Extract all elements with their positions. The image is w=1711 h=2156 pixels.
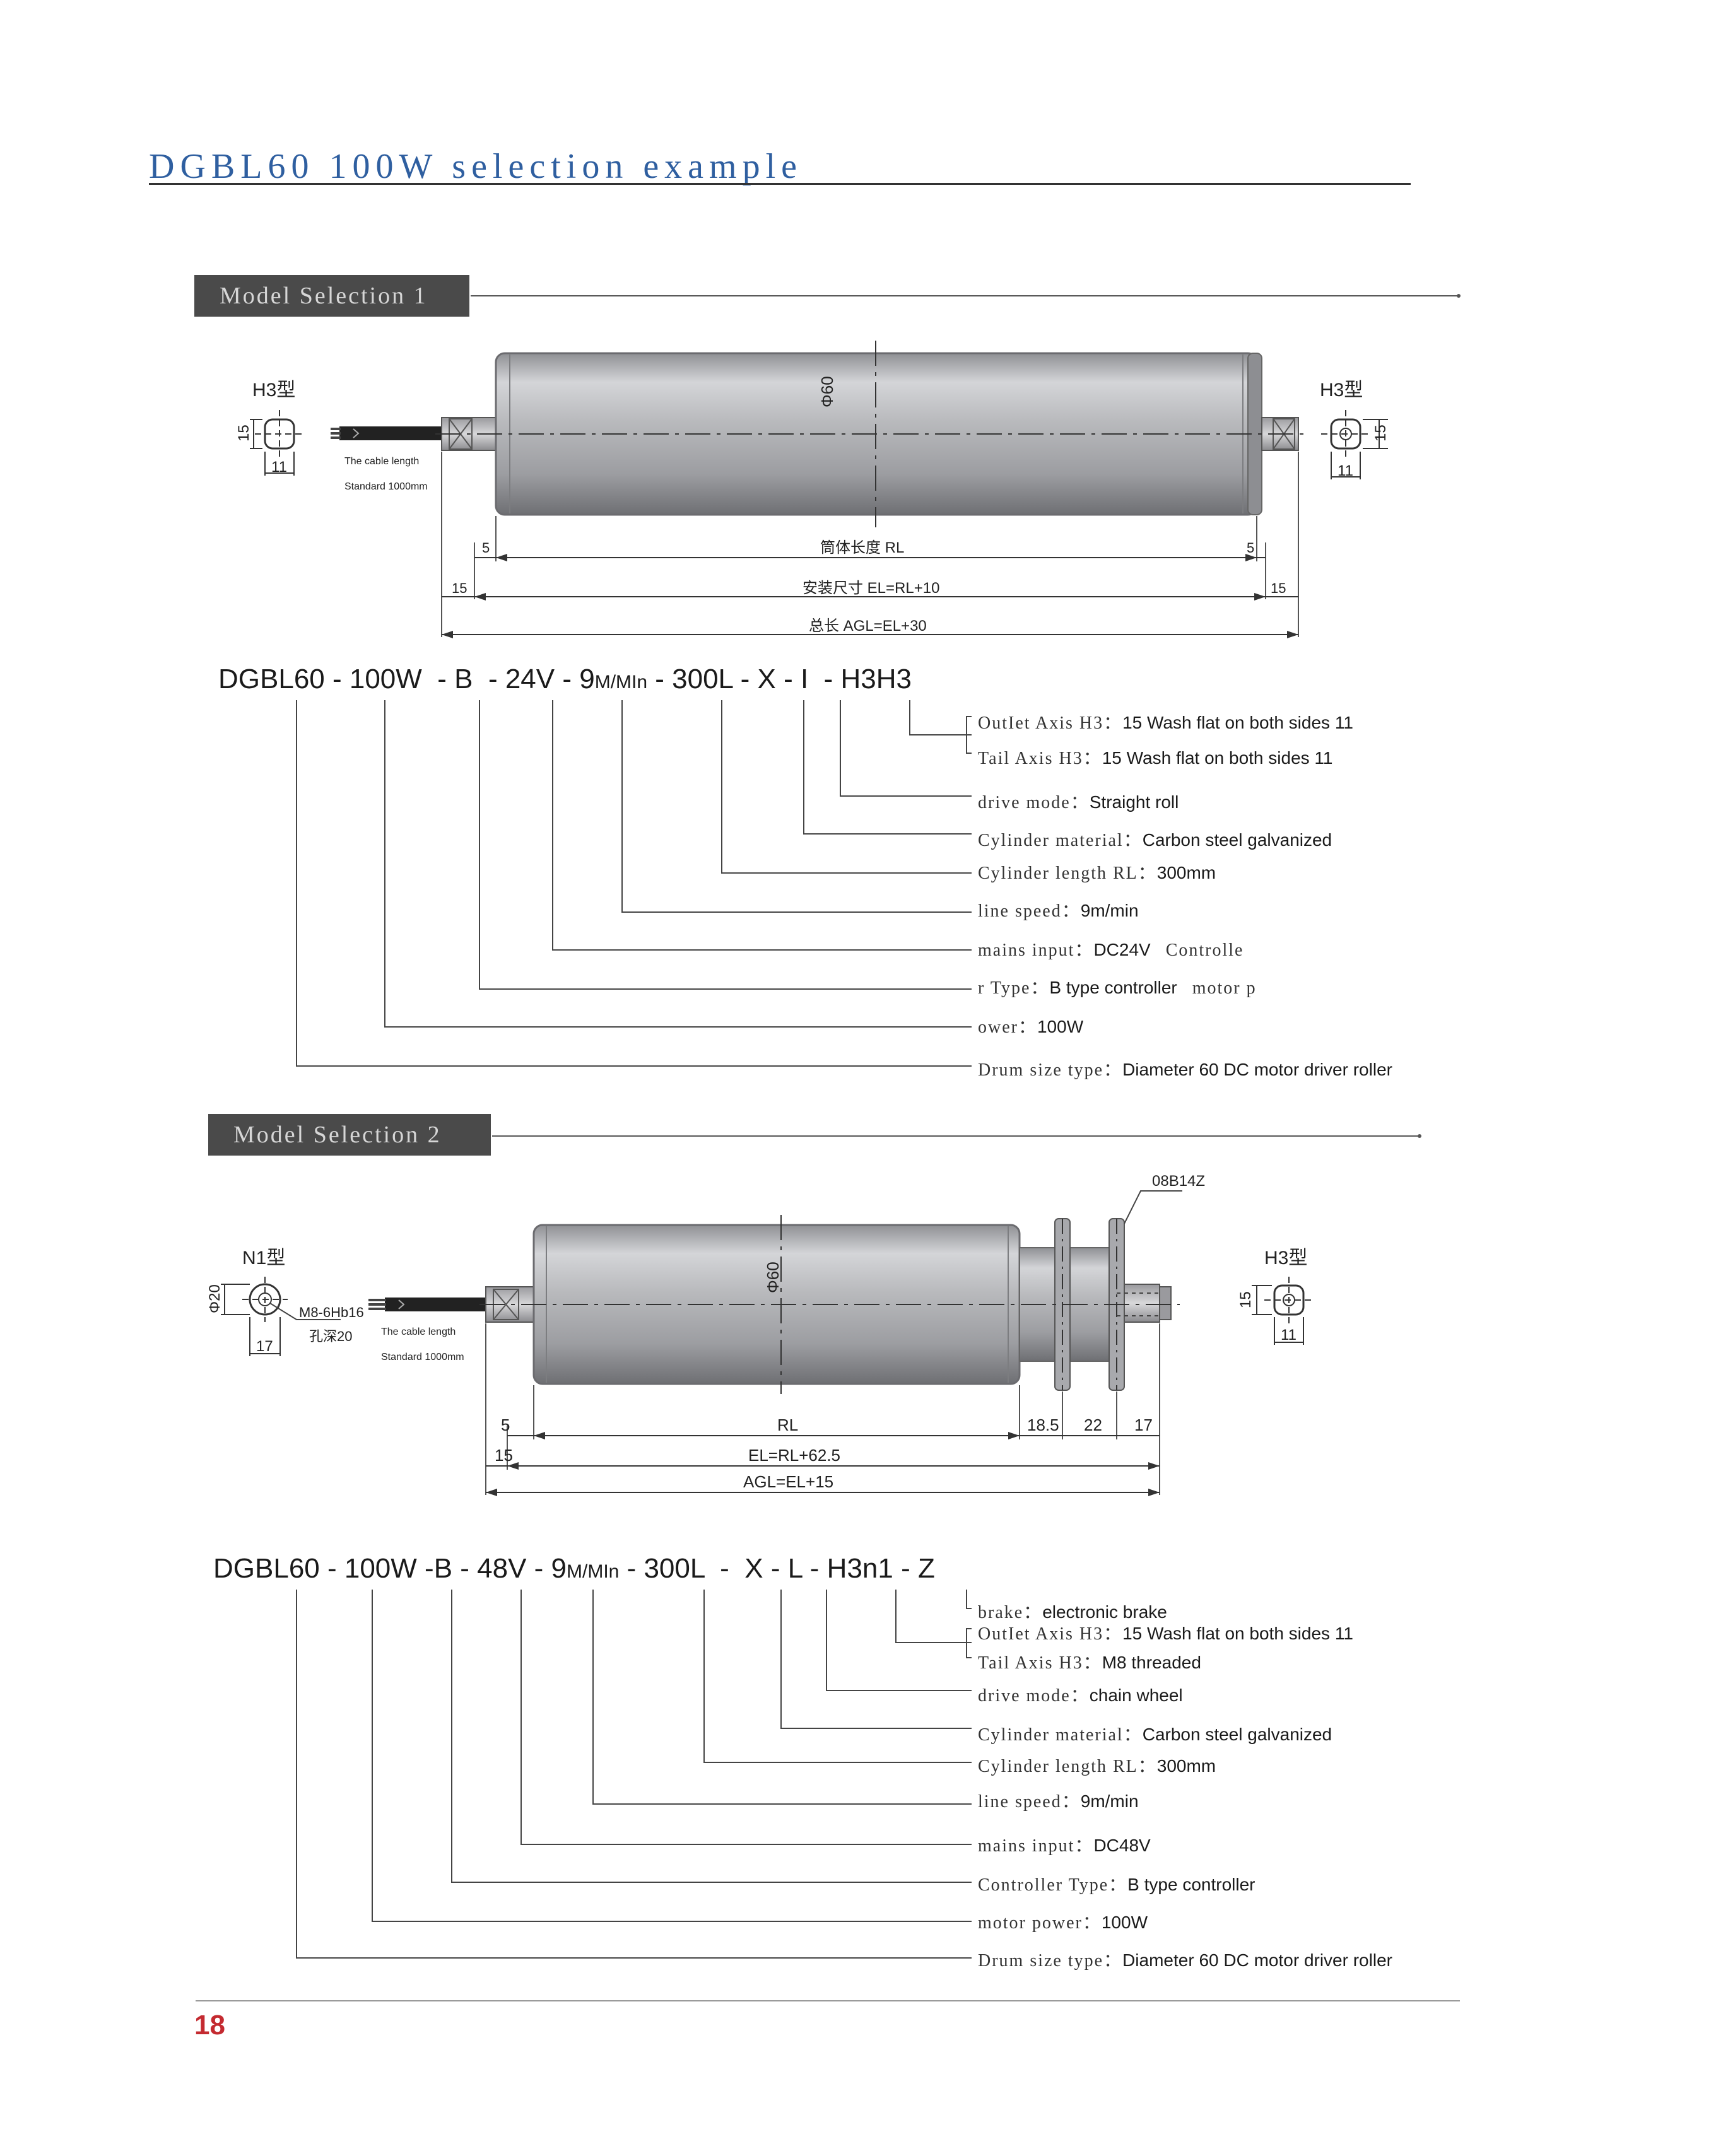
- d2-dim-22: 22: [1084, 1415, 1102, 1434]
- model-code-1: DGBL60 - 100W - B - 24V - 9M/MIn - 300L …: [218, 664, 912, 695]
- code1-speed: - 9: [555, 664, 595, 694]
- d1-dim-agl: 总长 AGL=EL+30: [809, 618, 927, 635]
- code2-voltage: - 48V: [452, 1553, 527, 1584]
- d2-right-width: 11: [1281, 1327, 1296, 1344]
- code2-length: - 300L: [619, 1553, 705, 1584]
- d1-dim-left-15: 15: [452, 580, 467, 596]
- legend1-item: Drum size type：Diameter 60 DC motor driv…: [978, 1060, 1392, 1080]
- legend2-item: line speed：9m/min: [978, 1791, 1139, 1812]
- d1-right-width: 11: [1338, 462, 1353, 479]
- legend1-item: ower：100W: [978, 1017, 1084, 1037]
- legend1-item: drive mode：Straight roll: [978, 792, 1179, 812]
- title-rule: [149, 183, 1411, 185]
- code2-speed-unit: M/MIn: [567, 1561, 620, 1582]
- d1-cable-note-1: The cable length: [344, 456, 419, 467]
- d1-dim-el: 安装尺寸 EL=RL+10: [803, 580, 939, 597]
- d1-right-flat: 15: [1372, 425, 1389, 442]
- code1-speed-unit: M/MIn: [594, 672, 648, 693]
- legend2-item: Cylinder material：Carbon steel galvanize…: [978, 1725, 1332, 1745]
- d1-right-end-label: H3型: [1320, 380, 1363, 401]
- section-2-leaders: [296, 1590, 972, 1959]
- legend2-item: OutIet Axis H3：15 Wash flat on both side…: [978, 1624, 1353, 1644]
- roller-drawing-1: [250, 341, 1388, 638]
- section-1-leaders: [296, 700, 972, 1067]
- legend1-item: OutIet Axis H3：15 Wash flat on both side…: [978, 713, 1353, 733]
- code1-drive: - I: [775, 664, 809, 694]
- d2-diameter: Φ60: [763, 1262, 782, 1293]
- legend2-item: Controller Type：B type controller: [978, 1875, 1255, 1895]
- code2-brake: - Z: [893, 1553, 935, 1584]
- d2-left-end-label: N1型: [242, 1248, 285, 1268]
- d1-dim-right-15: 15: [1271, 580, 1286, 596]
- code2-material: - X: [704, 1553, 763, 1584]
- legend2-item: brake：electronic brake: [978, 1602, 1167, 1622]
- legend2-item: motor power：100W: [978, 1913, 1148, 1933]
- d1-cable-note-2: Standard 1000mm: [344, 481, 428, 492]
- d2-left-dia: Φ20: [206, 1284, 223, 1313]
- code1-controller: - B: [421, 664, 473, 694]
- d1-left-flat: 15: [235, 425, 252, 442]
- legend1-item: Tail Axis H3：15 Wash flat on both sides …: [978, 748, 1333, 768]
- roller-drawing-2: [221, 1190, 1314, 1496]
- d2-dim-15: 15: [495, 1446, 513, 1465]
- code1-voltage: - 24V: [473, 664, 555, 694]
- d2-right-flat: 15: [1237, 1291, 1254, 1308]
- d1-dim-right-5: 5: [1247, 540, 1254, 556]
- code2-drive: - L: [763, 1553, 803, 1584]
- d2-dim-5: 5: [501, 1415, 510, 1434]
- section-2-tab: Model Selection 2: [208, 1114, 491, 1156]
- d1-dim-left-5: 5: [482, 540, 490, 556]
- code2-speed: - 9: [526, 1553, 567, 1584]
- legend1-item: Cylinder length RL：300mm: [978, 863, 1216, 883]
- d2-dim-17: 17: [1134, 1415, 1153, 1434]
- code2-power: - 100W: [319, 1553, 417, 1584]
- d1-diameter: Φ60: [818, 376, 837, 407]
- legend2-item: Tail Axis H3：M8 threaded: [978, 1653, 1201, 1673]
- d2-right-end-label: H3型: [1264, 1248, 1307, 1268]
- d2-cable-note-1: The cable length: [381, 1327, 456, 1337]
- legend2-item: Drum size type：Diameter 60 DC motor driv…: [978, 1950, 1392, 1971]
- code1-material: - X: [732, 664, 776, 694]
- section-1-rule: [471, 294, 1461, 298]
- legend2-item: mains input：DC48V: [978, 1836, 1151, 1856]
- d1-dim-rl: 筒体长度 RL: [820, 539, 904, 556]
- legend1-item: Cylinder material：Carbon steel galvanize…: [978, 830, 1332, 850]
- d2-dim-18-5: 18.5: [1027, 1415, 1059, 1434]
- page-title: DGBL60 100W selection example: [149, 147, 803, 186]
- d2-dim-rl: RL: [777, 1415, 798, 1434]
- d2-left-width: 17: [256, 1338, 273, 1355]
- d2-dim-agl: AGL=EL+15: [743, 1472, 833, 1491]
- code1-power: - 100W: [324, 664, 422, 694]
- code2-controller: -B: [416, 1553, 453, 1584]
- model-code-2: DGBL60 - 100W -B - 48V - 9M/MIn - 300L -…: [213, 1553, 935, 1585]
- d2-thread-1: M8-6Hb16: [299, 1304, 364, 1320]
- legend1-item: line speed：9m/min: [978, 901, 1139, 921]
- code1-series: DGBL60: [218, 664, 325, 694]
- d2-cable-note-2: Standard 1000mm: [381, 1352, 464, 1362]
- code1-length: - 300L: [647, 664, 733, 694]
- d1-left-width: 11: [271, 459, 287, 476]
- d2-sprocket: 08B14Z: [1152, 1173, 1205, 1190]
- legend2-item: drive mode：chain wheel: [978, 1685, 1183, 1706]
- page-number: 18: [194, 2010, 225, 2041]
- code2-axis: - H3n1: [802, 1553, 893, 1584]
- d2-dim-el: EL=RL+62.5: [748, 1446, 840, 1465]
- d2-thread-2: 孔深20: [309, 1328, 352, 1344]
- section-2-rule: [492, 1134, 1421, 1138]
- legend2-item: Cylinder length RL：300mm: [978, 1756, 1216, 1776]
- code2-series: DGBL60: [213, 1553, 320, 1584]
- d1-left-end-label: H3型: [252, 380, 295, 401]
- code1-axis: - H3H3: [808, 664, 912, 694]
- section-1-tab: Model Selection 1: [194, 275, 469, 317]
